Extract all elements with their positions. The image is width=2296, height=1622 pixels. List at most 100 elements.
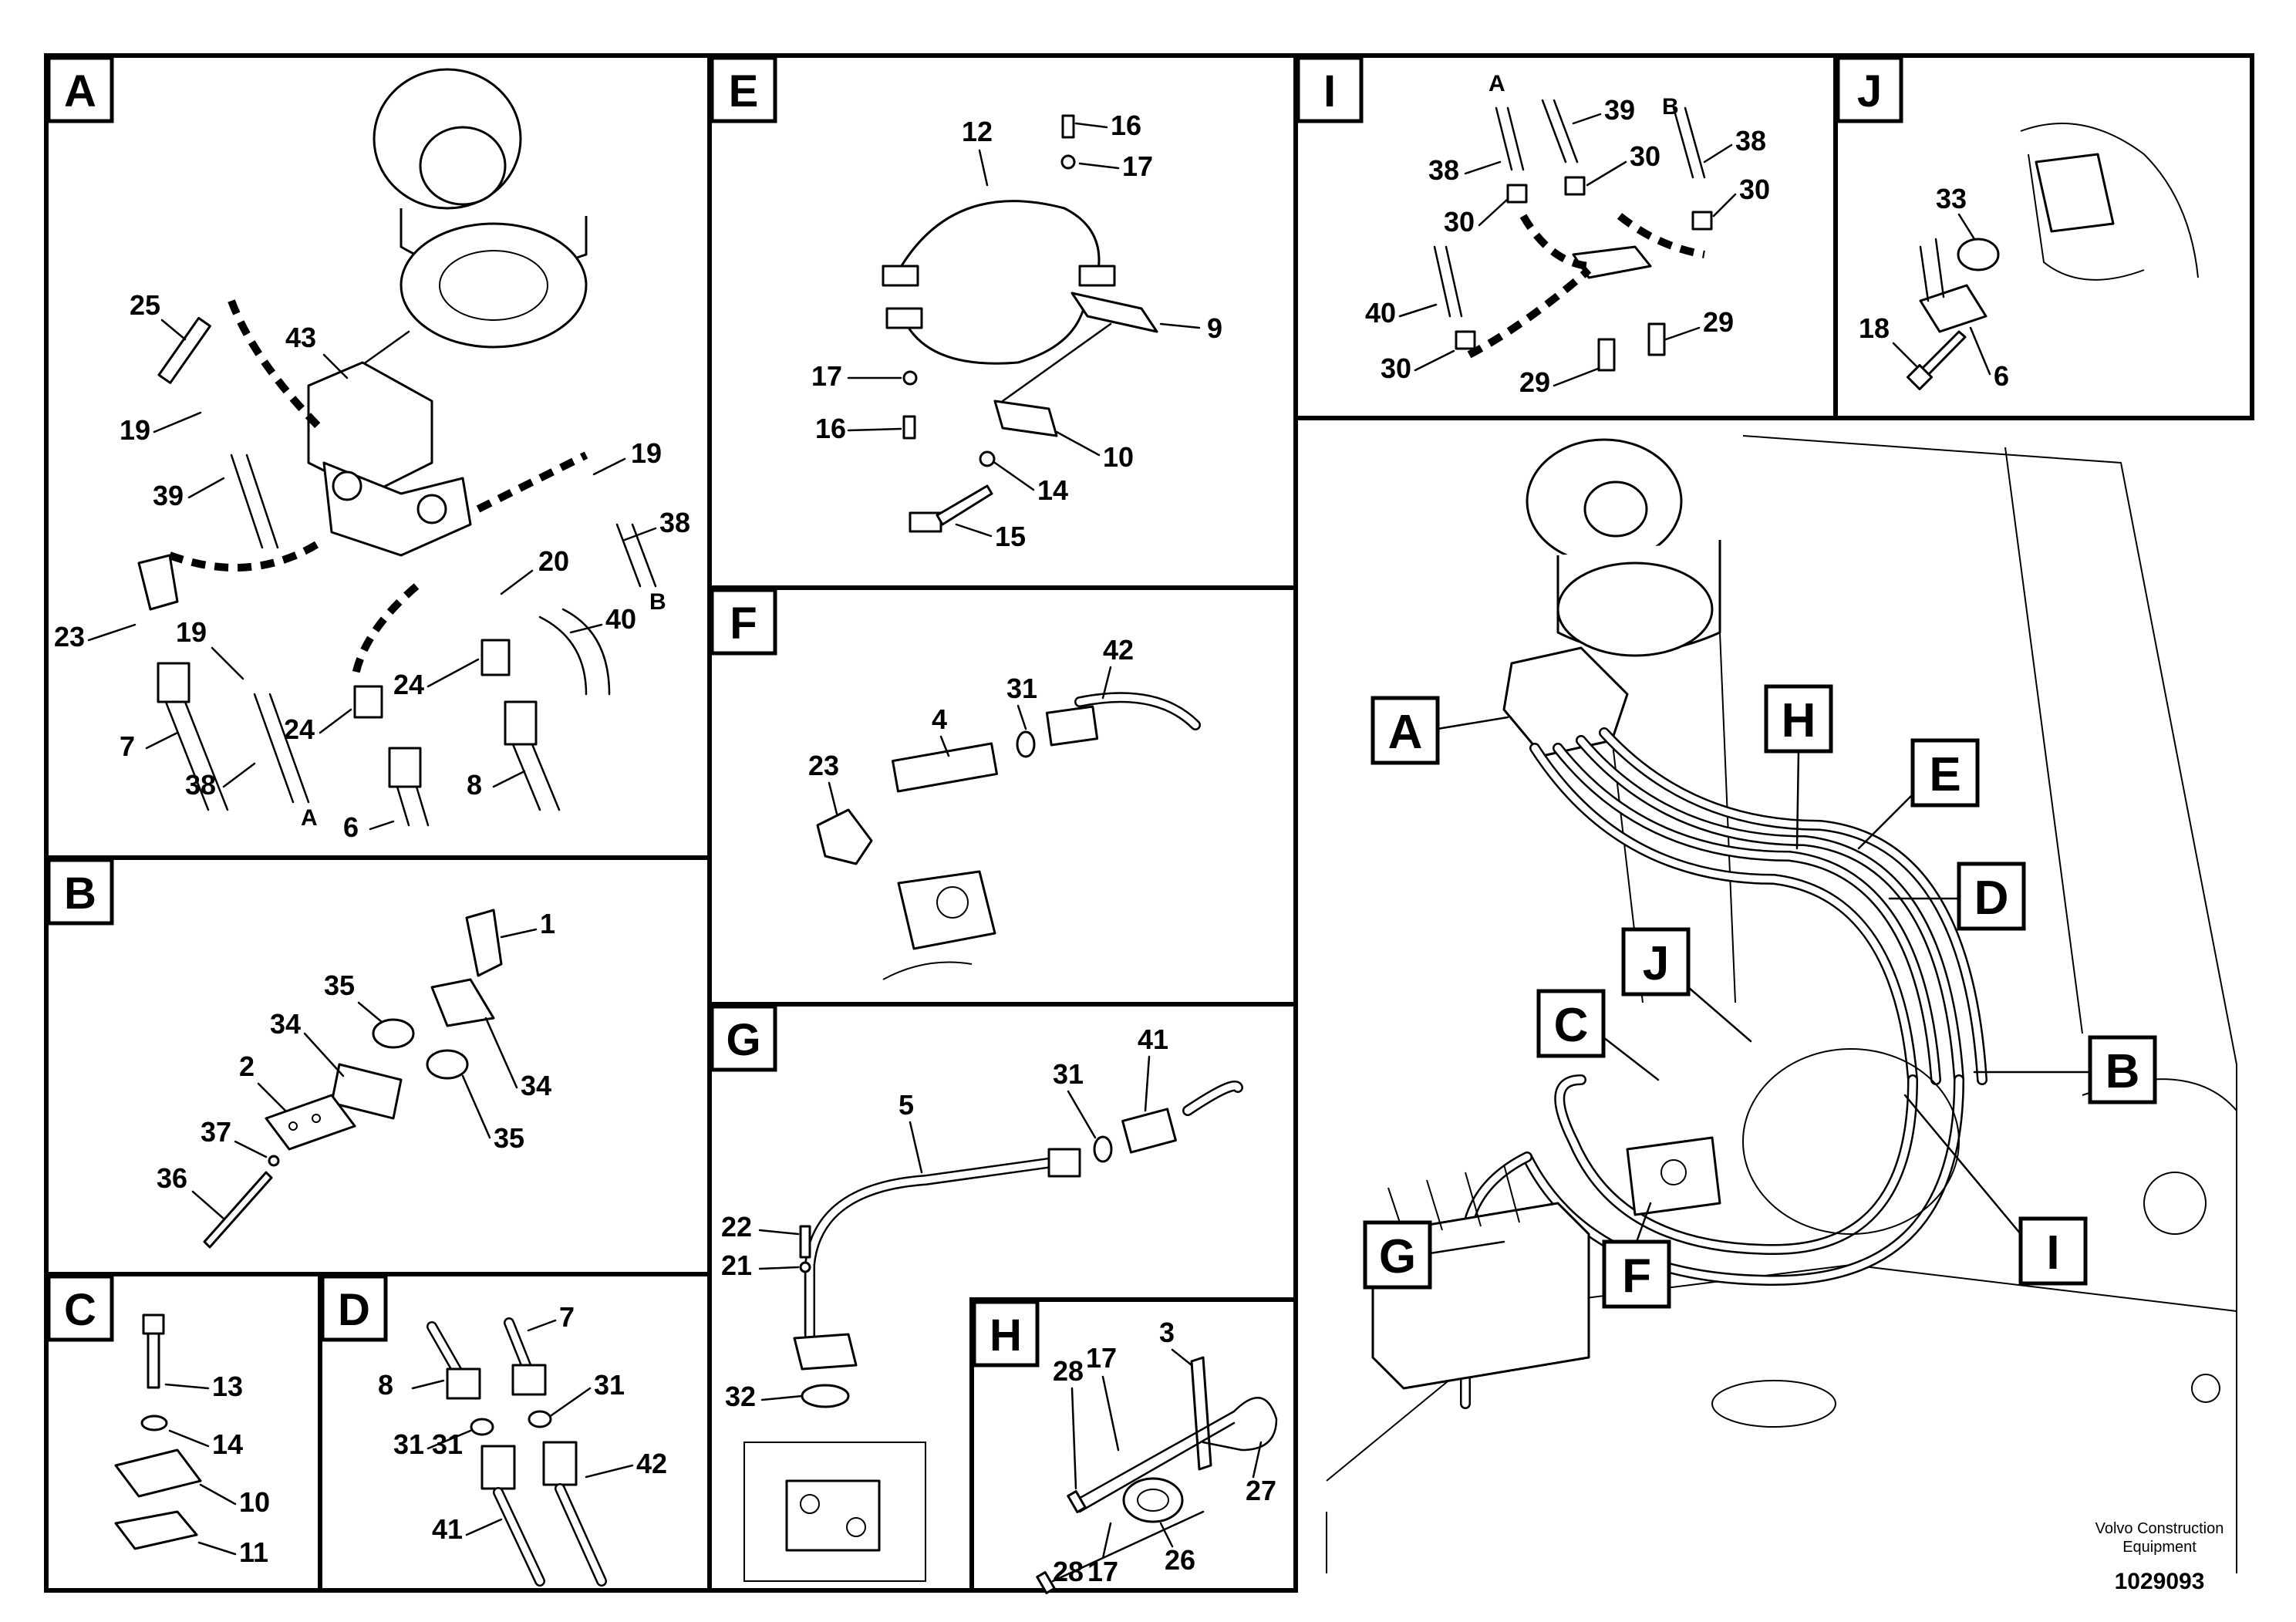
- grommet-26: [1122, 1477, 1184, 1523]
- svg-text:I: I: [1323, 66, 1336, 116]
- label-6: 6: [343, 811, 359, 843]
- nut-6: [388, 747, 422, 788]
- screw-16a: [1061, 114, 1075, 139]
- end-tag-b: B: [649, 589, 666, 615]
- panel-i-badge: I: [1296, 56, 1364, 123]
- label-14c: 14: [212, 1428, 243, 1460]
- panel-e-labels: 16 12 17 9 17 16 10 14 15: [811, 110, 1222, 552]
- washer-17b: [902, 370, 918, 386]
- callout-e: E: [1857, 738, 1980, 850]
- washer-21: [799, 1261, 811, 1273]
- washer-14: [979, 450, 996, 467]
- label-39i: 39: [1604, 94, 1635, 126]
- panel-c-badge: C: [46, 1274, 114, 1342]
- label-16a: 16: [1111, 110, 1141, 141]
- washer-37: [268, 1155, 280, 1167]
- svg-text:I: I: [2046, 1226, 2059, 1280]
- panel-a-drawing: [137, 68, 657, 827]
- ring-30c: [1691, 211, 1713, 231]
- bracket-9: [1070, 292, 1158, 333]
- cylinder-flange: [400, 222, 588, 349]
- hose-end-41: [1121, 1108, 1177, 1154]
- label-15: 15: [995, 521, 1026, 552]
- hose-25-dashed: [228, 299, 327, 435]
- bushing-35b: [426, 1049, 469, 1080]
- callout-j: J: [1621, 927, 1752, 1043]
- svg-text:F: F: [730, 599, 757, 649]
- svg-text:C: C: [64, 1285, 96, 1335]
- label-1: 1: [540, 908, 555, 939]
- oring-31f: [1016, 730, 1036, 758]
- label-5: 5: [899, 1089, 914, 1121]
- overview-callouts: A H E D J C B: [1363, 684, 2157, 1309]
- panel-e-badge: E: [710, 56, 777, 123]
- label-31g: 31: [1053, 1058, 1084, 1090]
- label-17b: 17: [811, 360, 842, 392]
- panel-g-drawing: [743, 1081, 1243, 1582]
- label-8d: 8: [378, 1369, 393, 1401]
- oring-31g: [1093, 1135, 1113, 1163]
- footer-doc-number: 1029093: [2115, 1569, 2205, 1594]
- bolt-13: [147, 1332, 160, 1389]
- label-41d: 41: [432, 1513, 463, 1545]
- label-40i: 40: [1365, 297, 1396, 329]
- label-11: 11: [239, 1536, 268, 1568]
- label-38i-a: 38: [1428, 154, 1459, 186]
- svg-text:A: A: [1388, 706, 1423, 759]
- hose-a-dashed: [1519, 214, 1590, 270]
- port-block-f: [897, 870, 996, 950]
- label-13: 13: [212, 1371, 243, 1402]
- label-23f: 23: [808, 750, 839, 781]
- label-35b: 35: [494, 1122, 524, 1154]
- callout-b: B: [1973, 1035, 2157, 1104]
- label-36: 36: [157, 1162, 187, 1194]
- panel-i-drawing: [1433, 99, 1713, 372]
- nut-7: [157, 662, 190, 703]
- label-35a: 35: [324, 969, 355, 1001]
- label-29i-b: 29: [1519, 366, 1550, 398]
- plate-10: [993, 400, 1058, 437]
- callout-i: I: [1903, 1094, 2088, 1286]
- panel-c-labels: 13 14 10 11: [164, 1371, 270, 1568]
- panel-j-frame: [1833, 53, 2254, 420]
- plate-2: [265, 1094, 356, 1151]
- clamp-lower: [901, 308, 1085, 365]
- label-7: 7: [120, 730, 135, 762]
- panel-b-frame: [44, 855, 712, 1276]
- label-7d: 7: [559, 1301, 575, 1333]
- svg-text:B: B: [64, 868, 96, 919]
- panel-f-frame: [707, 585, 1298, 1007]
- label-10: 10: [1103, 441, 1134, 473]
- svg-text:H: H: [990, 1310, 1022, 1361]
- label-42f: 42: [1103, 634, 1134, 666]
- label-24a: 24: [284, 713, 315, 745]
- label-28a: 28: [1053, 1355, 1084, 1387]
- washer-17a: [1060, 154, 1076, 170]
- label-19c: 19: [176, 616, 207, 648]
- label-9: 9: [1207, 312, 1222, 344]
- panel-g-badge: G: [710, 1004, 777, 1072]
- panel-j-drawing: [1906, 123, 2199, 391]
- svg-text:J: J: [1857, 66, 1882, 116]
- flange-face-j: [2035, 153, 2115, 233]
- label-32: 32: [725, 1381, 756, 1412]
- footer-company-line2: Equipment: [2122, 1539, 2197, 1556]
- hose-40-dashed: [1467, 267, 1592, 359]
- label-39: 39: [153, 480, 184, 511]
- panel-f-badge: F: [710, 588, 777, 656]
- label-43: 43: [285, 322, 316, 353]
- bolt-head-15: [909, 511, 942, 533]
- label-26: 26: [1165, 1544, 1195, 1576]
- panel-h-badge: H: [972, 1300, 1040, 1367]
- label-30i-d: 30: [1381, 352, 1411, 384]
- label-3: 3: [1159, 1317, 1175, 1348]
- ring-30a: [1506, 184, 1528, 204]
- label-17h-b: 17: [1087, 1556, 1118, 1587]
- label-30i-b: 30: [1444, 206, 1475, 238]
- oring-32: [801, 1384, 850, 1408]
- panel-f-labels: 42 31 4 23: [808, 634, 1134, 815]
- bolt-25: [157, 316, 211, 384]
- label-19b: 19: [631, 437, 662, 469]
- panel-d-badge: D: [320, 1274, 388, 1342]
